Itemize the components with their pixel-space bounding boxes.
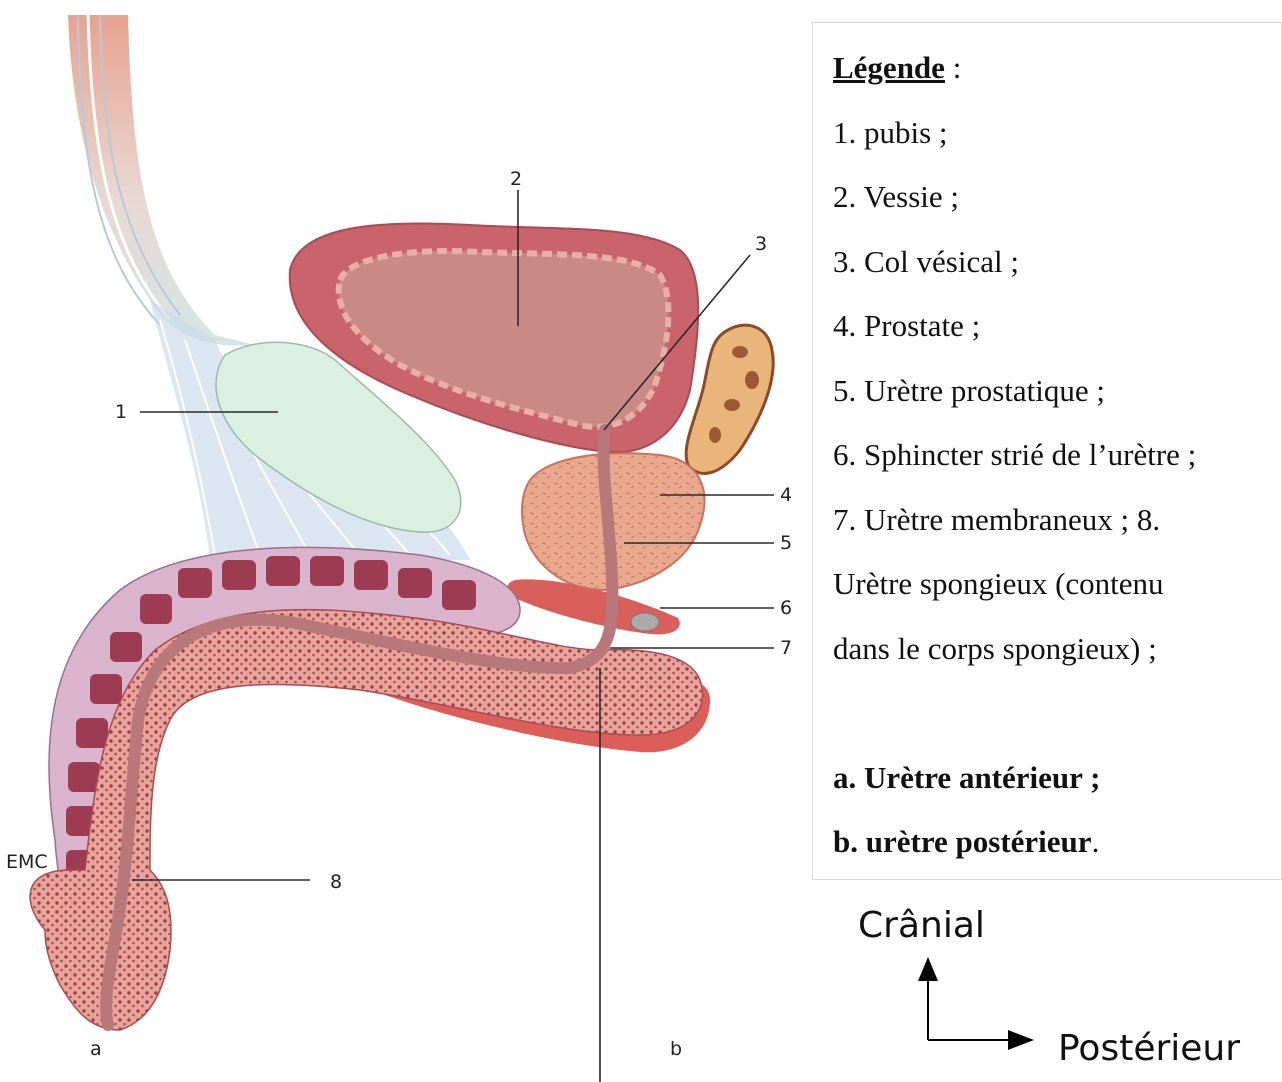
legend-item-1: 1. pubis ; <box>833 101 1278 166</box>
legend-title-suffix: : <box>945 50 961 85</box>
legend-item-b: b. urètre postérieur <box>833 824 1092 859</box>
legend-title-line: Légende : <box>833 36 1278 101</box>
arrow-up-icon <box>918 957 938 981</box>
orientation-arrows <box>900 955 1040 1065</box>
legend-item-8b: dans le corps spongieux) ; <box>833 617 1278 682</box>
diagram-label-b: b <box>670 1038 682 1060</box>
legend-item-8a: Urètre spongieux (contenu <box>833 552 1278 617</box>
diagram-label-2: 2 <box>510 168 522 190</box>
legend: Légende : 1. pubis ; 2. Vessie ; 3. Col … <box>833 36 1278 875</box>
abdominal-wall <box>68 15 255 346</box>
diagram-label-1: 1 <box>115 401 127 423</box>
legend-item-4: 4. Prostate ; <box>833 294 1278 359</box>
legend-item-7: 7. Urètre membraneux ; 8. <box>833 488 1278 553</box>
legend-item-3: 3. Col vésical ; <box>833 230 1278 295</box>
legend-title: Légende <box>833 50 945 85</box>
arrow-right-icon <box>1008 1030 1034 1050</box>
seminal-vesicle <box>686 325 773 473</box>
diagram-label-6: 6 <box>780 597 792 619</box>
legend-item-b-line: b. urètre postérieur. <box>833 810 1278 875</box>
diagram-label-a: a <box>90 1038 102 1060</box>
diagram-label-8: 8 <box>330 871 342 893</box>
diagram-label-4: 4 <box>780 484 792 506</box>
legend-item-b-suffix: . <box>1092 824 1100 859</box>
legend-item-a: a. Urètre antérieur ; <box>833 746 1278 811</box>
orientation-up-label: Crânial <box>858 905 985 946</box>
legend-item-6: 6. Sphincter strié de l’urètre ; <box>833 423 1278 488</box>
diagram-label-7: 7 <box>780 637 792 659</box>
diagram-label-5: 5 <box>780 532 792 554</box>
emc-watermark: EMC <box>6 851 48 873</box>
legend-item-2: 2. Vessie ; <box>833 165 1278 230</box>
legend-item-5: 5. Urètre prostatique ; <box>833 359 1278 424</box>
diagram-label-3: 3 <box>755 233 767 255</box>
orientation-right-label: Postérieur <box>1058 1028 1240 1069</box>
